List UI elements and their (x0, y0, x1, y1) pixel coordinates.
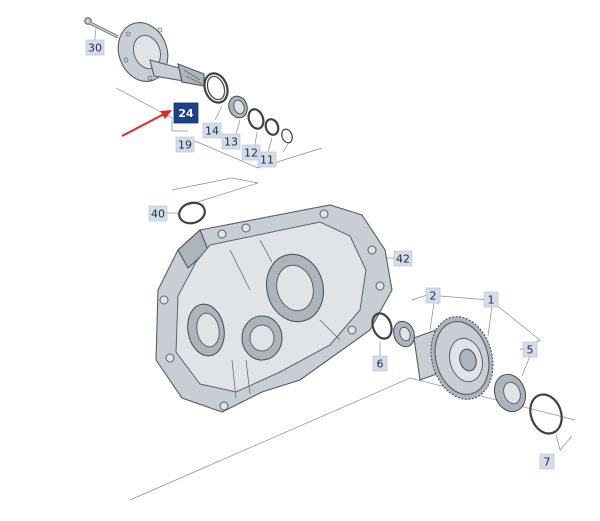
seal-ring-24 (203, 72, 229, 104)
callout-40: 40 (148, 205, 168, 222)
ring-part-13 (247, 108, 265, 130)
ring-part-12 (264, 118, 280, 136)
callout-30: 30 (85, 39, 105, 56)
callout-11-label: 11 (260, 154, 274, 167)
callout-42: 42 (393, 250, 413, 267)
gearbox-housing-part-42 (155, 204, 393, 413)
circlip-part-11 (281, 128, 293, 144)
callout-13: 13 (221, 133, 241, 150)
shim-ring-part-6 (371, 312, 393, 340)
bearing-part-5 (493, 373, 527, 413)
callout-24-highlighted: 24 (173, 102, 199, 124)
callout-24-label: 24 (178, 107, 194, 120)
callout-11: 11 (257, 151, 277, 168)
callout-14-label: 14 (205, 125, 219, 138)
callout-2: 2 (425, 287, 441, 304)
callout-1: 1 (483, 291, 499, 308)
bolt-part-30 (84, 17, 119, 39)
bearing-part-2 (393, 320, 415, 348)
callout-2-label: 2 (430, 290, 437, 303)
callout-19: 19 (175, 136, 195, 153)
callout-14: 14 (202, 122, 222, 139)
callout-7: 7 (539, 453, 555, 470)
callout-6-label: 6 (377, 358, 384, 371)
callout-1-label: 1 (488, 294, 495, 307)
callout-40-label: 40 (151, 208, 165, 221)
callout-5-label: 5 (527, 344, 534, 357)
o-ring-part-40 (178, 201, 206, 225)
bearing-part-14 (228, 95, 248, 119)
callout-5: 5 (522, 341, 538, 358)
callout-30-label: 30 (88, 42, 102, 55)
callout-6: 6 (372, 355, 388, 372)
callout-12-label: 12 (244, 147, 258, 160)
callout-7-label: 7 (544, 456, 551, 469)
callout-42-label: 42 (396, 253, 410, 266)
red-arrow-icon (121, 110, 172, 137)
callout-13-label: 13 (224, 136, 238, 149)
ring-part-7 (529, 393, 563, 435)
callout-19-label: 19 (178, 139, 192, 152)
callout-12: 12 (241, 144, 261, 161)
differential-part-1 (413, 316, 494, 400)
flange-shaft-part (117, 22, 205, 87)
